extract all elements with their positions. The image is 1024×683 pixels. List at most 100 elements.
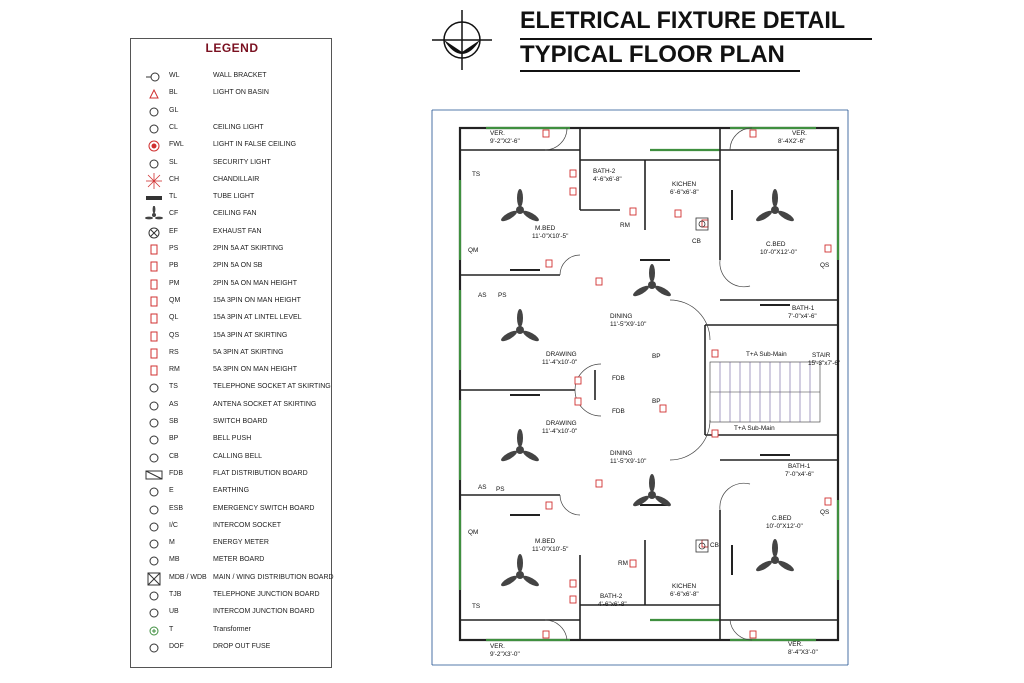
earthing-icon — [149, 487, 159, 497]
switch-board-icon — [149, 418, 159, 428]
svg-text:QM: QM — [468, 247, 478, 254]
legend-description: EXHAUST FAN — [213, 227, 262, 235]
legend-description: TUBE LIGHT — [213, 193, 255, 201]
legend-item: PM 2PIN 5A ON MAN HEIGHT — [131, 279, 331, 291]
socket-icon — [150, 331, 158, 341]
svg-text:6'-6"x6'-8": 6'-6"x6'-8" — [670, 189, 699, 196]
legend-description: ANTENA SOCKET AT SKIRTING — [213, 400, 317, 408]
svg-text:QM: QM — [468, 529, 478, 536]
transformer-icon — [149, 626, 159, 636]
meter-board-icon — [149, 556, 159, 566]
legend-code: BP — [169, 435, 179, 443]
legend-code: ESB — [169, 504, 184, 512]
legend-code: TJB — [169, 591, 182, 598]
svg-text:C.BED: C.BED — [766, 241, 786, 248]
chandelier-icon — [146, 172, 162, 189]
svg-text:11'-5"X9'-10": 11'-5"X9'-10" — [610, 458, 646, 465]
legend-description: CALLING BELL — [213, 452, 263, 460]
legend-code: TL — [169, 193, 178, 201]
svg-text:BP: BP — [652, 398, 661, 405]
legend-description: 2PIN 5A AT SKIRTING — [213, 245, 284, 252]
legend-item: GL — [131, 106, 331, 118]
outer-wall — [458, 126, 840, 642]
legend-code: BL — [169, 89, 178, 97]
svg-text:AS: AS — [478, 484, 487, 491]
energy-meter-icon — [149, 539, 159, 549]
distribution-board-icon — [147, 572, 161, 586]
svg-text:11'-0"X10'-5": 11'-0"X10'-5" — [532, 546, 568, 553]
svg-text:7'-0"x4'-6": 7'-0"x4'-6" — [788, 313, 817, 320]
security-light-icon — [149, 159, 159, 168]
svg-text:FDB: FDB — [612, 408, 625, 415]
legend-code: RM — [169, 366, 180, 374]
svg-text:RM: RM — [618, 560, 628, 567]
legend-code: FDB — [169, 469, 183, 477]
socket-icon — [150, 261, 158, 272]
legend-description: INTERCOM SOCKET — [213, 521, 282, 529]
legend-code: PB — [169, 262, 179, 270]
socket-icon — [150, 244, 158, 255]
ceiling-fan-icons — [501, 189, 794, 587]
legend-description: 15A 3PIN ON MAN HEIGHT — [213, 296, 301, 304]
svg-text:VER.: VER. — [490, 130, 505, 137]
legend-title: LEGEND — [205, 41, 259, 55]
calling-bell-icons — [695, 217, 709, 553]
svg-text:BATH-2: BATH-2 — [600, 593, 623, 600]
legend-item: CB CALLING BELL — [131, 452, 331, 464]
svg-text:TS: TS — [472, 603, 480, 610]
north-arrow-icon — [432, 10, 492, 70]
legend-description: EMERGENCY SWITCH BOARD — [213, 504, 315, 512]
antenna-socket-icon — [149, 401, 159, 411]
svg-text:10'-0"X12'-0": 10'-0"X12'-0" — [760, 249, 797, 256]
legend-description: 5A 3PIN ON MAN HEIGHT — [213, 366, 298, 374]
svg-text:4'-6"x6'-8": 4'-6"x6'-8" — [593, 176, 622, 183]
legend-code: RS — [169, 348, 179, 356]
legend-code: WL — [169, 72, 180, 79]
legend-item: QM 15A 3PIN ON MAN HEIGHT — [131, 296, 331, 308]
tube-light-icon — [146, 196, 162, 201]
title-block: ELETRICAL FIXTURE DETAIL TYPICAL FLOOR P… — [520, 6, 880, 70]
legend-code: I/C — [169, 521, 178, 529]
legend-code: CB — [169, 452, 179, 460]
svg-text:8'-4"X3'-0": 8'-4"X3'-0" — [788, 649, 818, 656]
svg-text:FDB: FDB — [612, 375, 625, 382]
legend-item: ESB EMERGENCY SWITCH BOARD — [131, 504, 331, 516]
calling-bell-icon — [149, 453, 159, 463]
svg-text:PS: PS — [496, 486, 505, 493]
legend-item: I/C INTERCOM SOCKET — [131, 521, 331, 533]
legend-description: BELL PUSH — [213, 435, 252, 443]
svg-text:CB: CB — [710, 542, 719, 549]
legend-code: DOF — [169, 642, 184, 650]
legend-code: UB — [169, 608, 179, 616]
svg-text:DRAWING: DRAWING — [546, 420, 577, 427]
legend-code: PM — [169, 279, 180, 287]
svg-text:M.BED: M.BED — [535, 538, 556, 545]
legend-description: SECURITY LIGHT — [213, 158, 271, 166]
telephone-junction-board-icon — [149, 591, 159, 601]
exhaust-fan-icon — [148, 227, 160, 239]
legend-code: QM — [169, 296, 181, 304]
legend-item: RM 5A 3PIN ON MAN HEIGHT — [131, 365, 331, 377]
legend-code: E — [169, 487, 174, 495]
legend-code: CL — [169, 123, 178, 131]
legend-description: 15A 3PIN AT LINTEL LEVEL — [213, 314, 302, 322]
legend-description: TELEPHONE SOCKET AT SKIRTING — [213, 383, 331, 391]
socket-icon — [150, 296, 158, 307]
svg-text:PS: PS — [498, 292, 507, 299]
svg-text:7'-0"x4'-6": 7'-0"x4'-6" — [785, 471, 814, 478]
svg-text:BATH-1: BATH-1 — [792, 305, 815, 312]
svg-text:BATH-1: BATH-1 — [788, 463, 811, 470]
legend-description: 2PIN 5A ON MAN HEIGHT — [213, 279, 298, 287]
flat-distribution-board-icon — [145, 470, 163, 480]
